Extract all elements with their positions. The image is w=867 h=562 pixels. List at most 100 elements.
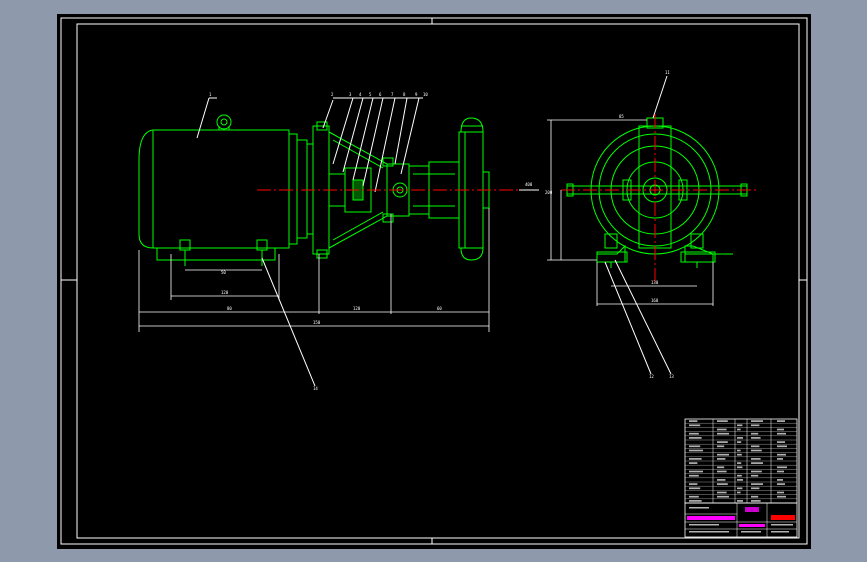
bom-cell-mark: [737, 491, 741, 494]
bom-cell-mark: [689, 462, 698, 464]
bom-cell-mark: [689, 495, 699, 498]
bom-cell-mark: [689, 474, 699, 477]
side-base-left: [596, 251, 628, 263]
bom-cell-mark: [689, 449, 703, 452]
title-table: [684, 502, 798, 538]
side-dimensions: [547, 119, 714, 306]
leader-1: [196, 97, 210, 139]
cad-drawing-canvas[interactable]: 50 120 80 120 60 150 400 1 2 3 4 5 6 7 8…: [57, 14, 811, 549]
callout-7: 7: [391, 92, 394, 97]
callout-8: 8: [403, 92, 406, 97]
bom-cell-mark: [777, 479, 783, 481]
side-texts: 11 12 13 85 200 130 160: [545, 70, 674, 379]
title-logo-mark: [745, 507, 759, 512]
callout-3: 3: [349, 92, 352, 97]
bom-cell-mark: [751, 487, 760, 490]
leader-8: [394, 97, 408, 165]
front-callout-texts: 1 2 3 4 5 6 7 8 9 10 14: [209, 92, 428, 391]
bom-cell-mark: [717, 441, 728, 443]
callout-1: 1: [209, 92, 212, 97]
bom-cell-mark: [777, 466, 787, 469]
bom-cell-mark: [689, 458, 702, 460]
bom-cell-mark: [717, 495, 729, 498]
bom-cell-mark: [737, 449, 741, 452]
bom-cell-mark: [777, 432, 786, 435]
side-dim-text-3: 130: [651, 280, 659, 285]
bom-cell-mark: [751, 483, 763, 485]
bom-cell-mark: [689, 470, 703, 473]
callout-2: 2: [331, 92, 334, 97]
title-block: [684, 418, 798, 538]
callout-10: 10: [423, 92, 428, 97]
callout-6: 6: [379, 92, 382, 97]
bom-cell-mark: [751, 458, 761, 460]
bom-cell-mark: [737, 428, 741, 431]
callout-11: 11: [665, 70, 670, 75]
bom-cell-mark: [737, 500, 743, 502]
leader-13: [614, 259, 672, 375]
cone-inner-bottom: [332, 211, 384, 241]
bom-cell-mark: [717, 470, 727, 473]
bom-cell-mark: [777, 470, 784, 473]
bom-cell-mark: [751, 432, 759, 435]
bom-text-marks: [689, 420, 787, 502]
bom-cell-mark: [751, 424, 760, 427]
bom-cell-mark: [737, 437, 743, 439]
leader-7: [374, 97, 396, 193]
bom-cell-mark: [717, 453, 729, 456]
leader-12: [604, 261, 652, 375]
bom-cell-mark: [737, 453, 742, 456]
bom-cell-mark: [751, 420, 763, 422]
bearing-cap-top: [382, 157, 394, 167]
pump-bottom: [460, 247, 484, 261]
callout-9: 9: [415, 92, 418, 97]
title-cell-mark: [689, 524, 719, 526]
title-cell-mark: [771, 531, 789, 533]
bom-cell-mark: [717, 466, 725, 469]
bom-cell-mark: [717, 491, 727, 494]
inner-frame: [76, 23, 800, 539]
bom-cell-mark: [689, 432, 699, 435]
bom-cell-mark: [689, 424, 701, 427]
bom-cell-mark: [777, 491, 784, 494]
bom-cell-mark: [717, 458, 726, 460]
outer-frame: [60, 17, 808, 545]
dim-text-7: 400: [525, 182, 533, 187]
title-text-marks: [689, 507, 793, 533]
bom-cell-mark: [717, 483, 728, 485]
bom-cell-mark: [751, 449, 762, 452]
leader-14: [261, 257, 316, 387]
bom-cell-mark: [751, 437, 761, 439]
title-magenta-strip-2: [739, 524, 765, 527]
bom-cell-mark: [737, 487, 743, 490]
bom-cell-mark: [689, 487, 701, 490]
bom-cell-mark: [777, 420, 785, 422]
motor-flange-2: [296, 139, 308, 239]
coupling-bottom-bolt: [316, 249, 328, 259]
bom-cell-mark: [777, 441, 785, 443]
callout-5: 5: [369, 92, 372, 97]
pump-top-outlet: [460, 117, 484, 133]
motor-foot-base: [156, 247, 276, 261]
bom-cell-mark: [689, 437, 702, 439]
lifting-eye: [216, 114, 232, 130]
callout-14: 14: [313, 386, 318, 391]
bom-cell-mark: [777, 445, 787, 448]
front-dimensions: [138, 208, 490, 332]
bom-cell-mark: [777, 428, 784, 431]
bom-cell-mark: [777, 495, 786, 498]
dim-text-5: 60: [437, 306, 442, 311]
bom-cell-mark: [717, 432, 729, 435]
bom-cell-mark: [737, 466, 743, 469]
dim-text-6: 150: [313, 320, 321, 325]
bom-cell-mark: [737, 424, 743, 427]
bom-cell-mark: [689, 500, 702, 502]
bom-cell-mark: [751, 462, 763, 464]
leader-6: [362, 97, 384, 187]
bom-cell-mark: [751, 500, 761, 502]
bom-cell-mark: [751, 474, 759, 477]
title-cell-mark: [771, 524, 793, 526]
side-bolt-left: [604, 233, 618, 249]
assembly-drawing: 50 120 80 120 60 150 400 1 2 3 4 5 6 7 8…: [60, 17, 808, 545]
dim-text-2: 120: [221, 290, 229, 295]
